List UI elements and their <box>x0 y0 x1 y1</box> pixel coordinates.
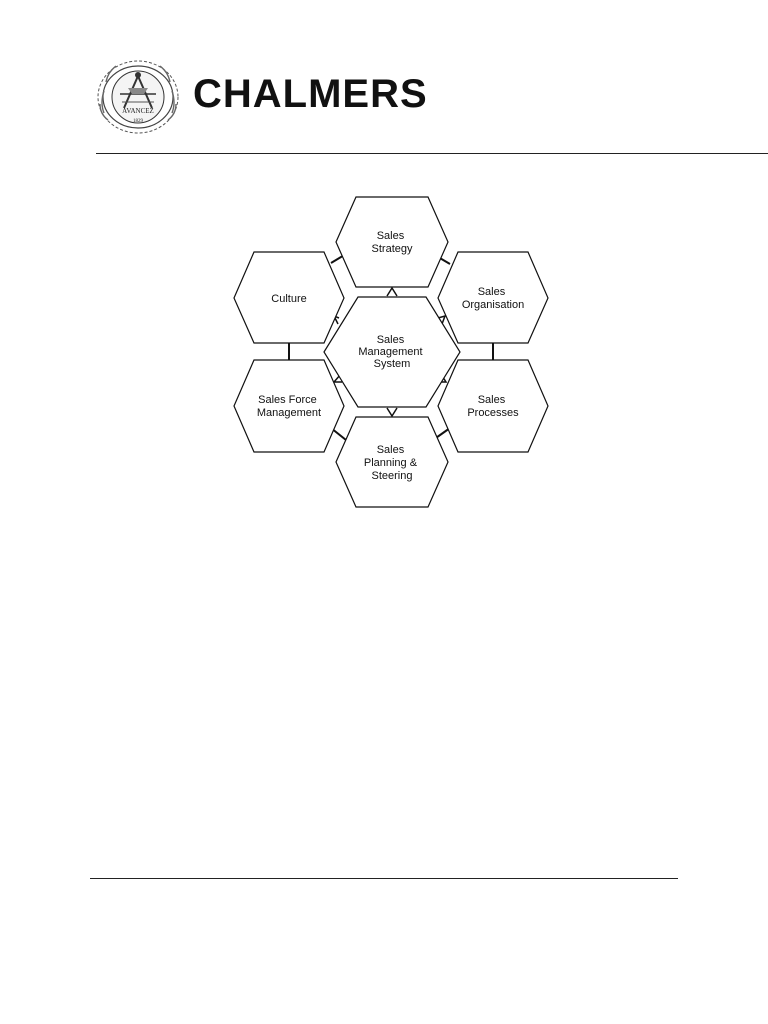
hex-sales-management-system: Sales Management System <box>323 296 461 408</box>
svg-text:Sales Processes: Sales Processes <box>467 394 519 419</box>
svg-text:Sales Organisation: Sales Organisation <box>462 286 524 311</box>
header-divider <box>96 153 768 154</box>
hex-culture: Culture <box>233 251 345 344</box>
label-sales-planning-1: Sales <box>377 444 405 456</box>
hex-sales-organisation: Sales Organisation <box>437 251 549 344</box>
svg-text:Sales Planning & S: Sales Planning & Steering <box>364 444 420 482</box>
seal-year: 1829 <box>133 119 144 124</box>
brand-wordmark: CHALMERS <box>193 72 428 116</box>
label-sales-force-1: Sales Force <box>258 394 317 406</box>
label-sales-planning-3: Steering <box>372 470 413 482</box>
svg-text:Sales Force Management: Sales Force Management <box>257 394 321 419</box>
label-sales-planning-2: Planning & <box>364 457 418 469</box>
label-culture: Culture <box>271 293 306 305</box>
hex-sales-processes: Sales Processes <box>437 359 549 453</box>
label-center-1: Sales <box>377 334 405 346</box>
svg-text:Sales Management S: Sales Management System <box>358 334 425 370</box>
sales-management-diagram: Sales Management System Sales Strategy S… <box>233 196 549 508</box>
label-sales-strategy-2: Strategy <box>372 243 413 255</box>
svg-text:Sales Strategy: Sales Strategy <box>372 230 413 255</box>
document-header: AVANCEZ 1829 CHALMERS <box>0 0 768 160</box>
label-sales-strategy-1: Sales <box>377 230 405 242</box>
label-sales-force-2: Management <box>257 407 321 419</box>
label-sales-processes-2: Processes <box>467 407 519 419</box>
label-sales-processes-1: Sales <box>478 394 506 406</box>
label-center-3: System <box>374 358 411 370</box>
seal-motto: AVANCEZ <box>122 107 154 115</box>
footer-divider <box>90 878 678 879</box>
hex-sales-strategy: Sales Strategy <box>335 196 449 288</box>
svg-text:Culture: Culture <box>271 293 306 305</box>
hex-sales-force-management: Sales Force Management <box>233 359 345 453</box>
chalmers-seal-logo: AVANCEZ 1829 <box>97 60 179 134</box>
label-sales-organisation-1: Sales <box>478 286 506 298</box>
label-sales-organisation-2: Organisation <box>462 299 524 311</box>
label-center-2: Management <box>358 346 422 358</box>
hex-sales-planning-steering: Sales Planning & Steering <box>335 416 449 508</box>
